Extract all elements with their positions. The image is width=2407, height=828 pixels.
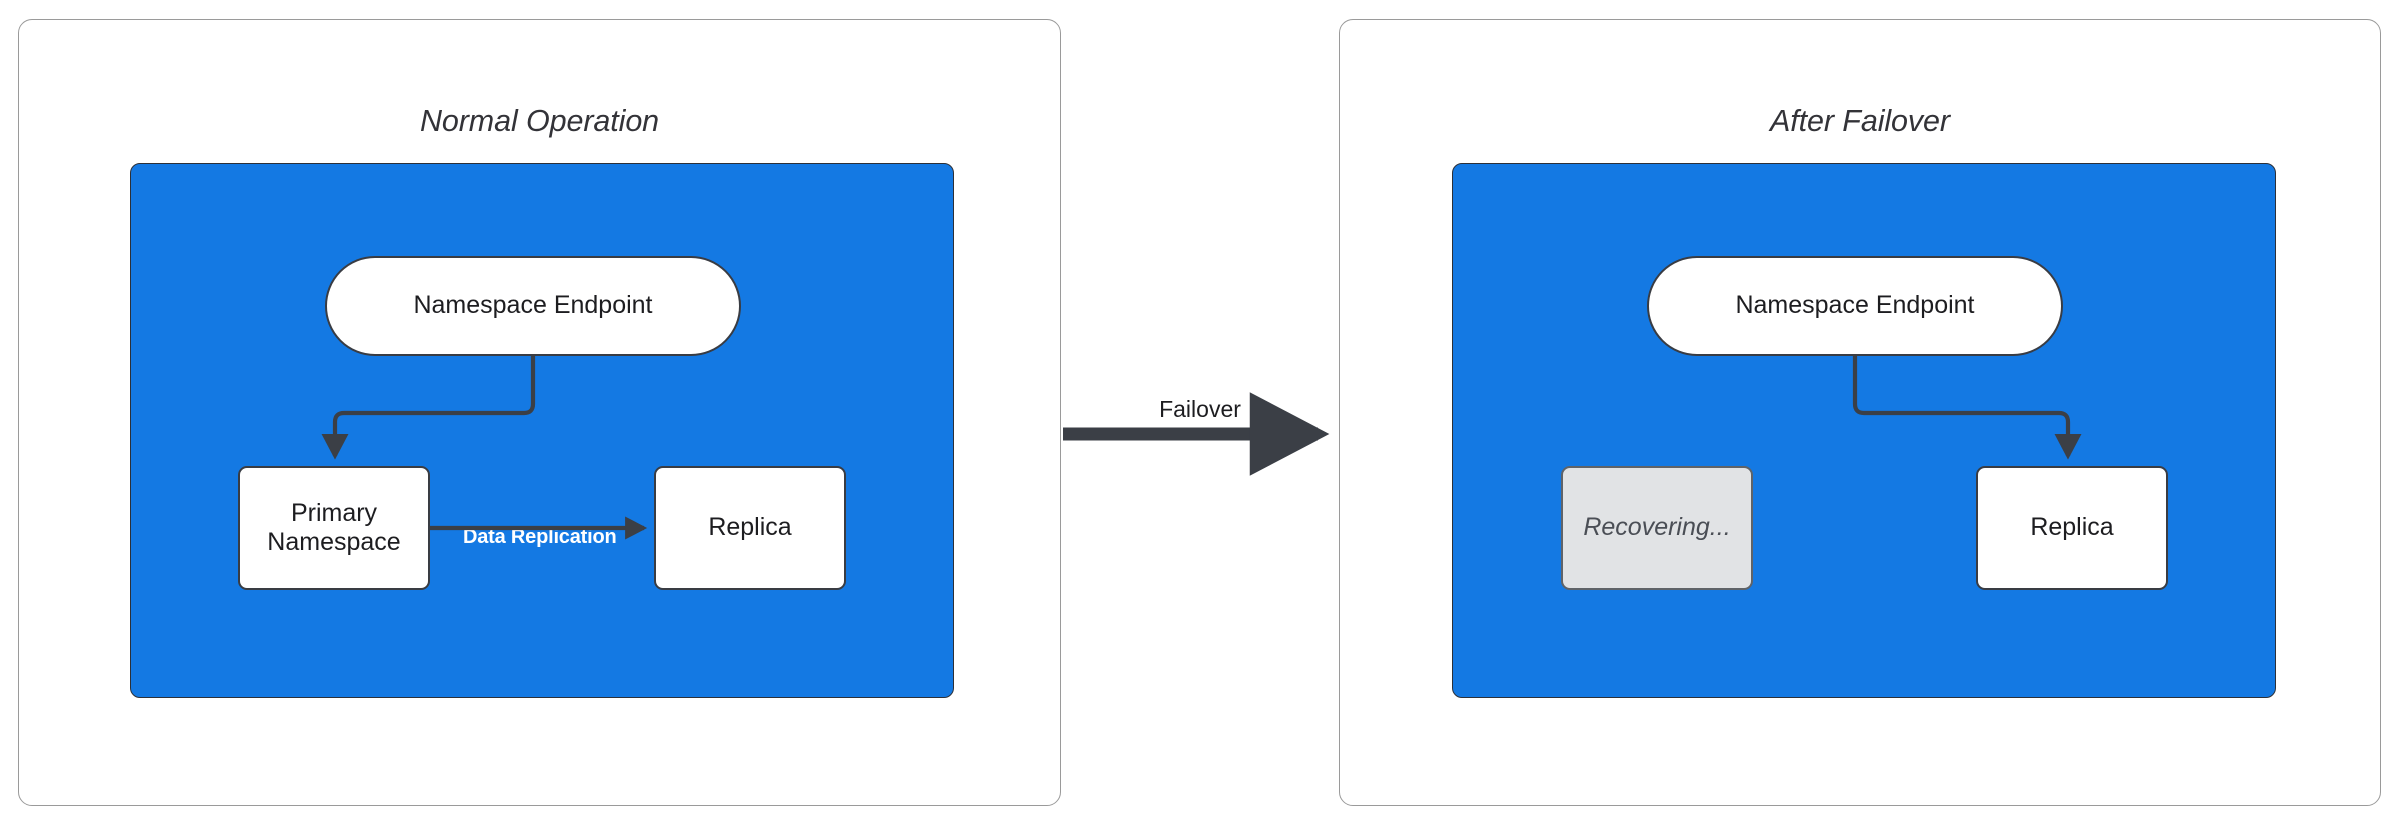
node-namespace-endpoint-normal[interactable]: Namespace Endpoint xyxy=(325,256,741,356)
blue-container-normal-operation xyxy=(130,163,954,698)
panel-title-normal-operation: Normal Operation xyxy=(419,104,660,138)
edge-label-data-replication: Data Replication xyxy=(463,526,617,548)
panel-title-after-failover: After Failover xyxy=(1770,104,1950,138)
node-namespace-endpoint-failover[interactable]: Namespace Endpoint xyxy=(1647,256,2063,356)
blue-container-after-failover xyxy=(1452,163,2276,698)
node-replica-failover[interactable]: Replica xyxy=(1976,466,2168,590)
transition-label-failover: Failover xyxy=(1159,396,1241,422)
node-replica-normal[interactable]: Replica xyxy=(654,466,846,590)
node-primary-namespace[interactable]: Primary Namespace xyxy=(238,466,430,590)
node-recovering[interactable]: Recovering... xyxy=(1561,466,1753,590)
